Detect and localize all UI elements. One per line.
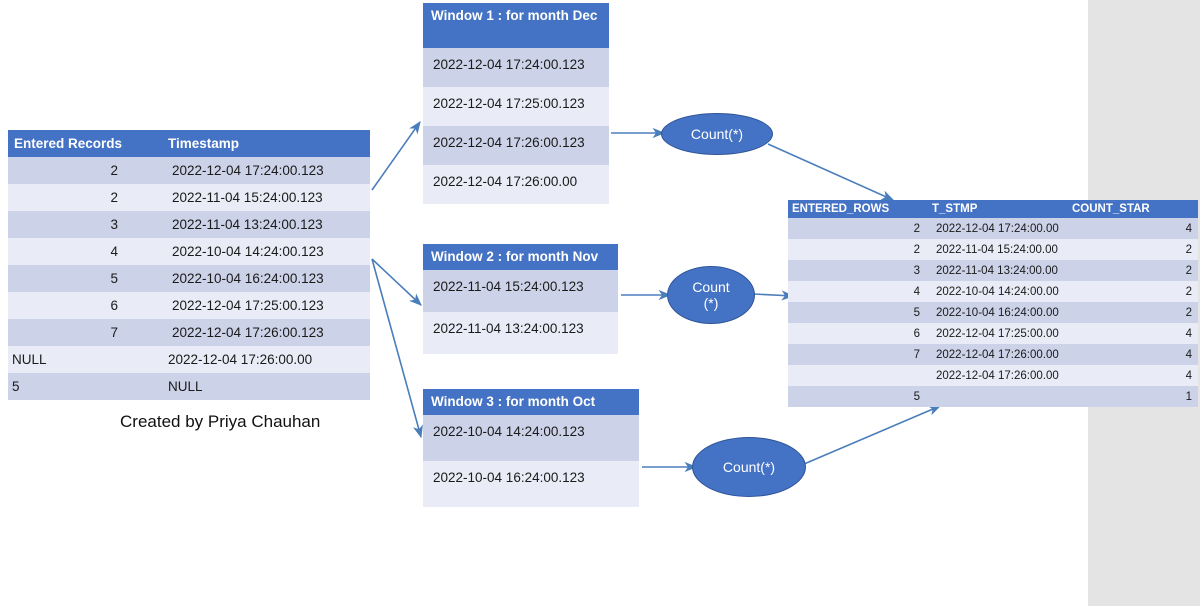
cell-entered-records: 5 <box>12 379 20 394</box>
cell-entered-records: 2 <box>110 163 118 178</box>
cell-entered-records: 2 <box>110 190 118 205</box>
table-row: 5 NULL <box>8 373 370 400</box>
cell-entered-records: 5 <box>110 271 118 286</box>
cell-t-stmp: 2022-12-04 17:26:00.00 <box>936 348 1059 361</box>
cell-entered-rows: 4 <box>913 285 920 298</box>
cell-entered-records: 7 <box>110 325 118 340</box>
arrow-source-to-window2 <box>371 258 422 306</box>
source-table: Entered Records Timestamp 2 2022-12-04 1… <box>8 130 370 400</box>
cell-timestamp: NULL <box>168 379 203 394</box>
table-row: 2 2022-11-04 15:24:00.123 <box>8 184 370 211</box>
result-col-t-stmp: T_STMP <box>932 203 978 215</box>
window-2-row: 2022-11-04 15:24:00.123 <box>423 270 618 312</box>
cell-entered-rows: 7 <box>913 348 920 361</box>
cell-entered-rows: 2 <box>913 222 920 235</box>
table-row: 2 2022-12-04 17:24:00.123 <box>8 157 370 184</box>
result-table-header: ENTERED_ROWS T_STMP COUNT_STAR <box>788 200 1198 218</box>
cell-timestamp: 2022-11-04 15:24:00.123 <box>172 190 323 205</box>
cell-timestamp: 2022-11-04 13:24:00.123 <box>172 217 323 232</box>
result-col-entered-rows: ENTERED_ROWS <box>792 203 890 215</box>
cell-entered-rows: 5 <box>913 306 920 319</box>
cell-count-star: 2 <box>1185 264 1192 277</box>
result-table: ENTERED_ROWS T_STMP COUNT_STAR 2 2022-12… <box>788 200 1198 407</box>
cell-count-star: 2 <box>1185 243 1192 256</box>
cell-count-star: 2 <box>1185 285 1192 298</box>
source-col-timestamp: Timestamp <box>168 136 240 151</box>
cell-t-stmp: 2022-10-04 16:24:00.00 <box>936 306 1059 319</box>
arrow-count1-to-result <box>767 143 895 201</box>
source-col-entered-records: Entered Records <box>14 136 123 151</box>
window-2-row: 2022-11-04 13:24:00.123 <box>423 312 618 354</box>
source-table-header: Entered Records Timestamp <box>8 130 370 157</box>
cell-timestamp: 2022-12-04 17:26:00.00 <box>168 352 313 367</box>
table-row: 6 2022-12-04 17:25:00.123 <box>8 292 370 319</box>
cell-timestamp: 2022-12-04 17:25:00.123 <box>172 298 324 313</box>
table-row: 5 2022-10-04 16:24:00.123 <box>8 265 370 292</box>
table-row: 7 2022-12-04 17:26:00.123 <box>8 319 370 346</box>
cell-entered-records: NULL <box>12 352 47 367</box>
window-3-row: 2022-10-04 14:24:00.123 <box>423 415 639 461</box>
cell-timestamp: 2022-10-04 14:24:00.123 <box>172 244 324 259</box>
table-row: 2 2022-12-04 17:24:00.00 4 <box>788 218 1198 239</box>
table-row: 3 2022-11-04 13:24:00.123 <box>8 211 370 238</box>
table-row: 3 2022-11-04 13:24:00.00 2 <box>788 260 1198 281</box>
cell-count-star: 4 <box>1185 222 1192 235</box>
table-row: NULL 2022-12-04 17:26:00.00 <box>8 346 370 373</box>
window-1-row: 2022-12-04 17:24:00.123 <box>423 48 609 87</box>
cell-timestamp: 2022-12-04 17:26:00.123 <box>172 325 324 340</box>
window-2-title: Window 2 : for month Nov <box>423 244 618 270</box>
cell-entered-records: 6 <box>110 298 118 313</box>
cell-entered-rows <box>788 372 928 380</box>
cell-timestamp: 2022-12-04 17:24:00.123 <box>172 163 324 178</box>
cell-entered-rows: 5 <box>913 390 920 403</box>
window-1-row: 2022-12-04 17:26:00.123 <box>423 126 609 165</box>
cell-timestamp: 2022-10-04 16:24:00.123 <box>172 271 324 286</box>
cell-count-star: 4 <box>1185 327 1192 340</box>
window-3-row: 2022-10-04 16:24:00.123 <box>423 461 639 507</box>
cell-count-star: 1 <box>1185 390 1192 403</box>
table-row: 7 2022-12-04 17:26:00.00 4 <box>788 344 1198 365</box>
table-row: 6 2022-12-04 17:25:00.00 4 <box>788 323 1198 344</box>
arrow-count3-to-result <box>789 405 942 471</box>
cell-entered-rows: 2 <box>913 243 920 256</box>
cell-t-stmp: 2022-10-04 14:24:00.00 <box>936 285 1059 298</box>
table-row: 5 2022-10-04 16:24:00.00 2 <box>788 302 1198 323</box>
window-1-title: Window 1 : for month Dec <box>423 3 609 48</box>
cell-count-star: 4 <box>1185 348 1192 361</box>
result-col-count-star: COUNT_STAR <box>1072 203 1150 215</box>
table-row: 2022-12-04 17:26:00.00 4 <box>788 365 1198 386</box>
count-operator-3: Count(*) <box>692 437 806 497</box>
cell-entered-rows: 6 <box>913 327 920 340</box>
count-operator-2: Count (*) <box>667 266 755 324</box>
cell-t-stmp: 2022-12-04 17:26:00.00 <box>936 369 1059 382</box>
cell-t-stmp: 2022-11-04 15:24:00.00 <box>936 243 1058 256</box>
table-row: 4 2022-10-04 14:24:00.00 2 <box>788 281 1198 302</box>
window-2-box: Window 2 : for month Nov 2022-11-04 15:2… <box>423 244 618 354</box>
cell-t-stmp: 2022-11-04 13:24:00.00 <box>936 264 1058 277</box>
arrow-source-to-window3 <box>371 258 423 439</box>
arrow-source-to-window1 <box>371 120 421 191</box>
cell-t-stmp: 2022-12-04 17:25:00.00 <box>936 327 1059 340</box>
window-3-title: Window 3 : for month Oct <box>423 389 639 415</box>
cell-entered-records: 4 <box>110 244 118 259</box>
cell-count-star: 4 <box>1185 369 1192 382</box>
count-operator-1: Count(*) <box>661 113 773 155</box>
arrow-count2-to-result <box>752 290 795 301</box>
table-row: 4 2022-10-04 14:24:00.123 <box>8 238 370 265</box>
table-row: 2 2022-11-04 15:24:00.00 2 <box>788 239 1198 260</box>
table-row: 5 1 <box>788 386 1198 407</box>
window-1-box: Window 1 : for month Dec 2022-12-04 17:2… <box>423 3 609 204</box>
cell-entered-records: 3 <box>110 217 118 232</box>
window-3-box: Window 3 : for month Oct 2022-10-04 14:2… <box>423 389 639 507</box>
cell-count-star: 2 <box>1185 306 1192 319</box>
window-1-row: 2022-12-04 17:26:00.00 <box>423 165 609 204</box>
cell-t-stmp <box>928 393 1068 401</box>
cell-t-stmp: 2022-12-04 17:24:00.00 <box>936 222 1059 235</box>
cell-entered-rows: 3 <box>913 264 920 277</box>
author-caption: Created by Priya Chauhan <box>120 412 321 431</box>
window-1-row: 2022-12-04 17:25:00.123 <box>423 87 609 126</box>
